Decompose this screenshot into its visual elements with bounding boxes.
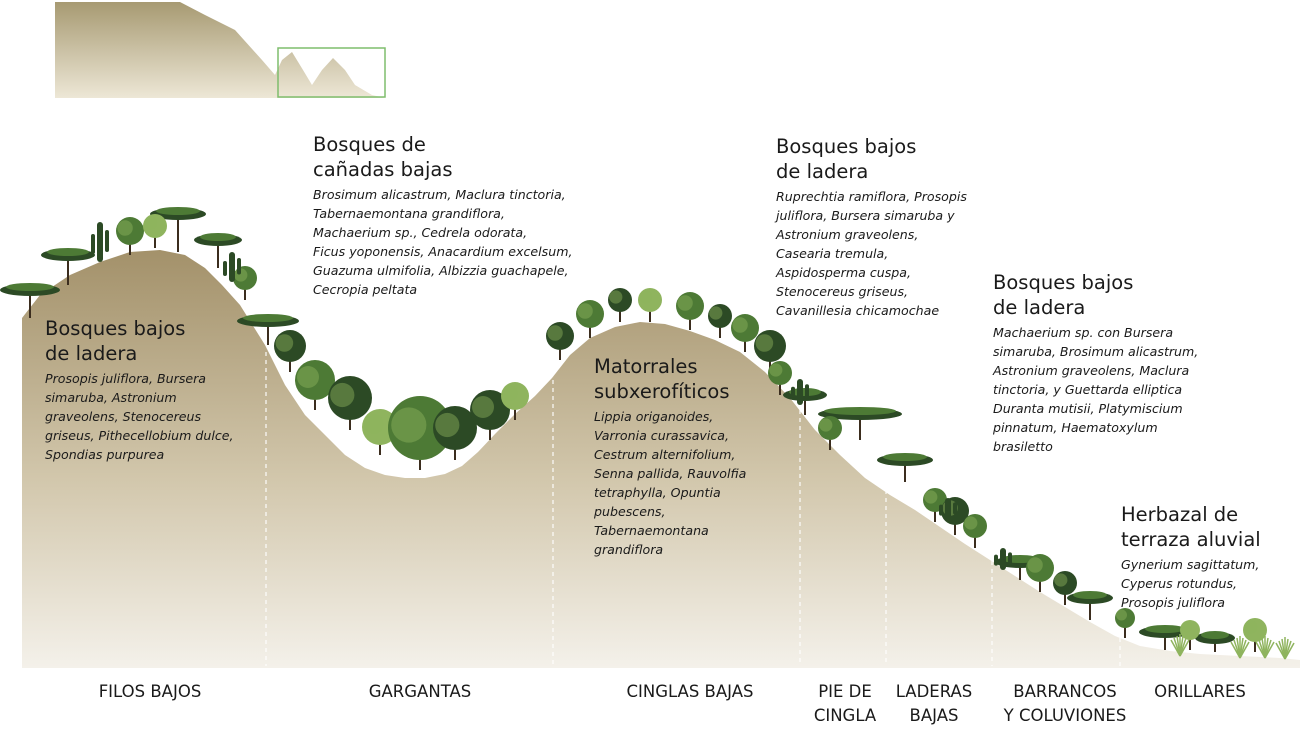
zone-label-gargantas: GARGANTAS <box>340 680 500 704</box>
block-title: Bosques de cañadas bajas <box>313 132 572 182</box>
block-bosques-bajos-ladera-filos: Bosques bajos de ladera Prosopis juliflo… <box>45 316 234 464</box>
zone-label-laderas-bajas: LADERAS BAJAS <box>886 680 982 728</box>
block-species-list: Brosimum alicastrum, Maclura tinctoria, … <box>313 185 572 299</box>
block-title: Bosques bajos de ladera <box>45 316 234 366</box>
zone-label-barrancos-coluviones: BARRANCOS Y COLUVIONES <box>990 680 1140 728</box>
broadleaf-tree-icon <box>233 266 257 300</box>
block-title: Herbazal de terraza aluvial <box>1121 502 1261 552</box>
block-species-list: Prosopis juliflora, Bursera simaruba, As… <box>45 369 234 464</box>
zone-label-orillares: ORILLARES <box>1142 680 1258 704</box>
inset-terrain <box>55 2 385 98</box>
broadleaf-tree-icon <box>1115 608 1135 638</box>
broadleaf-tree-icon <box>708 304 732 338</box>
zone-label-cinglas-bajas: CINGLAS BAJAS <box>605 680 775 704</box>
acacia-tree-icon <box>1195 631 1235 652</box>
block-bosques-canadas-bajas: Bosques de cañadas bajas Brosimum alicas… <box>313 132 572 299</box>
block-species-list: Lippia origanoides, Varronia curassavica… <box>594 407 746 559</box>
block-title: Bosques bajos de ladera <box>993 270 1198 320</box>
block-herbazal-terraza-aluvial: Herbazal de terraza aluvial Gynerium sag… <box>1121 502 1261 612</box>
broadleaf-tree-icon <box>143 214 167 248</box>
block-species-list: Gynerium sagittatum, Cyperus rotundus, P… <box>1121 555 1261 612</box>
broadleaf-tree-icon <box>576 300 604 338</box>
broadleaf-tree-icon <box>608 288 632 322</box>
broadleaf-tree-icon <box>546 322 574 360</box>
zone-label-pie-de-cingla: PIE DE CINGLA <box>806 680 884 728</box>
broadleaf-tree-icon <box>638 288 662 322</box>
block-species-list: Ruprechtia ramiflora, Prosopis juliflora… <box>776 187 967 320</box>
block-title: Matorrales subxerofíticos <box>594 354 746 404</box>
broadleaf-tree-icon <box>963 514 987 548</box>
block-title: Bosques bajos de ladera <box>776 134 967 184</box>
grass-tuft-icon <box>1276 637 1294 659</box>
block-matorrales-subxerofiticos: Matorrales subxerofíticos Lippia origano… <box>594 354 746 559</box>
acacia-tree-icon <box>877 453 933 482</box>
broadleaf-tree-icon <box>116 217 144 255</box>
block-bosques-bajos-ladera-cinglas: Bosques bajos de ladera Ruprechtia ramif… <box>776 134 967 320</box>
zone-label-filos-bajos: FILOS BAJOS <box>70 680 230 704</box>
cactus-icon <box>791 379 809 405</box>
block-bosques-bajos-ladera-laderas: Bosques bajos de ladera Machaerium sp. c… <box>993 270 1198 456</box>
broadleaf-tree-icon <box>676 292 704 330</box>
block-species-list: Machaerium sp. con Bursera simaruba, Bro… <box>993 323 1198 456</box>
locator-inset <box>55 2 385 98</box>
